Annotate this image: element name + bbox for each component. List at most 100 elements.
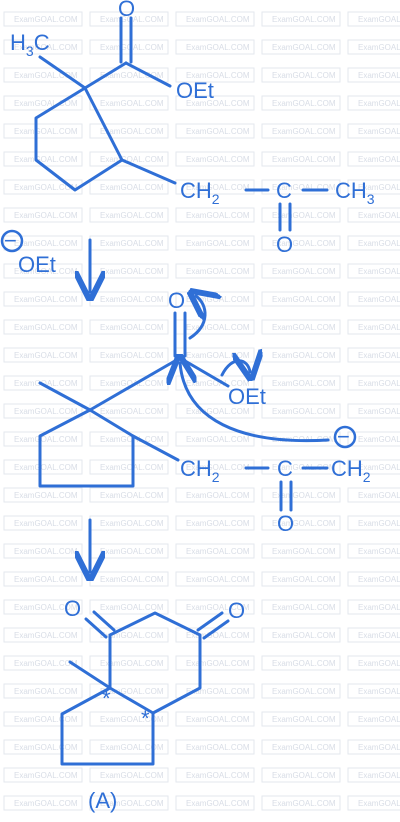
watermark-text: ExamGOAL.COM [186,687,250,696]
methyl-bond-2 [38,381,92,412]
keto-oxygen: O [276,232,293,257]
watermark-box [89,627,169,643]
watermark-text: ExamGOAL.COM [272,631,336,640]
watermark-text: ExamGOAL.COM [14,631,78,640]
watermark-text: ExamGOAL.COM [358,43,400,52]
watermark-box [261,319,341,335]
watermark-text: ExamGOAL.COM [100,799,164,808]
watermark-box [3,95,83,111]
watermark-box [347,655,400,671]
watermark-text: ExamGOAL.COM [14,603,78,612]
watermark-text: ExamGOAL.COM [14,379,78,388]
watermark-box [347,711,400,727]
watermark-text: ExamGOAL.COM [358,743,400,752]
watermark-text: ExamGOAL.COM [358,295,400,304]
side-chain-bond [120,158,177,185]
watermark-box [89,655,169,671]
watermark-text: ExamGOAL.COM [14,127,78,136]
watermark-box [175,767,255,783]
watermark-box [261,95,341,111]
watermark-box [3,123,83,139]
watermark-text: ExamGOAL.COM [14,575,78,584]
watermark-box [347,123,400,139]
keto-carbon-2: C [277,456,293,481]
watermark-box [175,403,255,419]
watermark-box [175,683,255,699]
watermark-text: ExamGOAL.COM [358,575,400,584]
watermark-box [3,795,83,811]
watermark-text: ExamGOAL.COM [100,631,164,640]
watermark-box [261,151,341,167]
watermark-text: ExamGOAL.COM [272,407,336,416]
watermark-text: ExamGOAL.COM [358,267,400,276]
watermark-box [3,319,83,335]
product-structure: O O * * (A) [60,596,245,813]
watermark-box [3,403,83,419]
watermark-box [175,123,255,139]
watermark-box [261,711,341,727]
watermark-box [261,179,341,195]
watermark-text: ExamGOAL.COM [358,127,400,136]
watermark-box [3,767,83,783]
watermark-box [261,291,341,307]
watermark-box [347,431,400,447]
watermark-text: ExamGOAL.COM [186,407,250,416]
watermark-box [3,39,83,55]
watermark-box [347,515,400,531]
watermark-box [347,599,400,615]
watermark-box [261,39,341,55]
watermark-text: ExamGOAL.COM [272,43,336,52]
watermark-box [175,151,255,167]
ketone1-double-b [92,610,116,632]
methyl-label: H3C [10,30,50,59]
watermark-text: ExamGOAL.COM [14,183,78,192]
watermark-box [3,711,83,727]
watermark-text: ExamGOAL.COM [100,127,164,136]
watermark-text: ExamGOAL.COM [100,295,164,304]
watermark-box [261,767,341,783]
watermark-text: ExamGOAL.COM [14,323,78,332]
watermark-box [3,235,83,251]
watermark-text: ExamGOAL.COM [272,491,336,500]
watermark-text: ExamGOAL.COM [100,547,164,556]
watermark-box [89,179,169,195]
watermark-text: ExamGOAL.COM [272,547,336,556]
watermark-box [347,403,400,419]
watermark-text: ExamGOAL.COM [272,351,336,360]
curly-arrow-leaving [220,361,250,375]
watermark-box [175,711,255,727]
watermark-text: ExamGOAL.COM [186,715,250,724]
watermark-text: ExamGOAL.COM [358,323,400,332]
stereocenter-star-2: * [141,706,150,731]
watermark-text: ExamGOAL.COM [186,15,250,24]
watermark-text: ExamGOAL.COM [14,295,78,304]
watermark-text: ExamGOAL.COM [272,15,336,24]
watermark-text: ExamGOAL.COM [358,99,400,108]
watermark-box [261,571,341,587]
watermark-text: ExamGOAL.COM [272,239,336,248]
watermark-text: ExamGOAL.COM [186,351,250,360]
methyl-bond [38,55,87,90]
watermark-box [3,375,83,391]
watermark-text: ExamGOAL.COM [100,71,164,80]
watermark-text: ExamGOAL.COM [186,491,250,500]
watermark-text: ExamGOAL.COM [272,211,336,220]
ketone2-double-a [196,611,224,632]
watermark-text: ExamGOAL.COM [186,435,250,444]
curly-arrow-carbonyl [190,296,205,340]
watermark-text: ExamGOAL.COM [100,183,164,192]
watermark-text: ExamGOAL.COM [100,407,164,416]
watermark-text: ExamGOAL.COM [358,547,400,556]
watermark-box [347,151,400,167]
watermark-text: ExamGOAL.COM [14,799,78,808]
watermark-text: ExamGOAL.COM [14,463,78,472]
watermark-text: ExamGOAL.COM [100,239,164,248]
watermark-box [89,487,169,503]
watermark-text: ExamGOAL.COM [358,491,400,500]
watermark-text: ExamGOAL.COM [358,687,400,696]
reactant-structure: H3C O OEt CH2 C O CH3 [10,0,375,257]
watermark-text: ExamGOAL.COM [358,379,400,388]
watermark-text: ExamGOAL.COM [358,351,400,360]
